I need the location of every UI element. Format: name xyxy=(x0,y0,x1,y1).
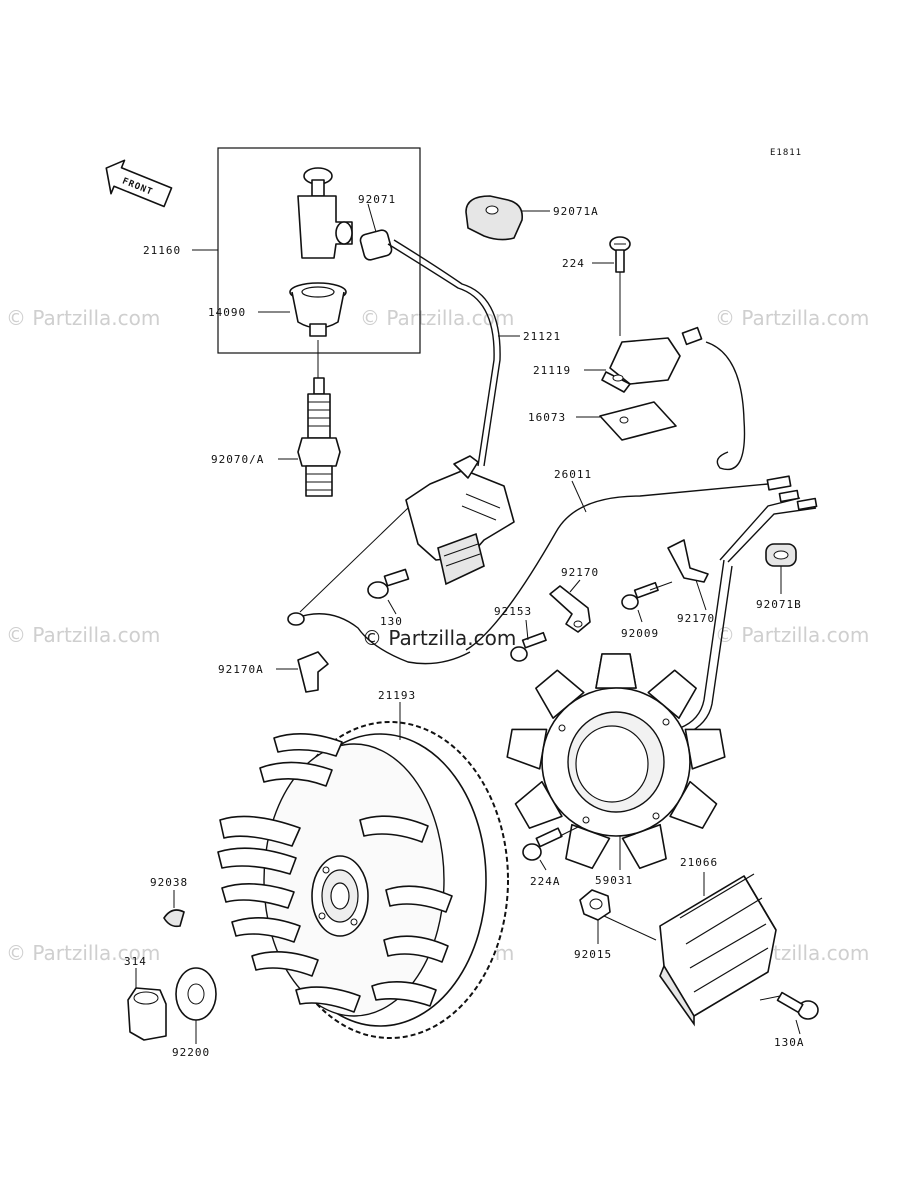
insulator-16073 xyxy=(599,401,677,441)
cap-seal-14090 xyxy=(289,282,347,337)
callout-92070A: 92070/A xyxy=(211,453,264,466)
plug-cap xyxy=(297,167,353,259)
watermark-text: © Partzilla.com xyxy=(362,626,516,650)
ignition-coil xyxy=(405,455,515,586)
callout-314: 314 xyxy=(124,955,147,968)
watermark-text: © Partzilla.com xyxy=(6,941,160,965)
callout-14090: 14090 xyxy=(208,306,246,319)
callout-92170: 92170 xyxy=(561,566,599,579)
watermark-text: © Partzilla.com xyxy=(6,306,160,330)
clamp-92170-mid xyxy=(549,585,591,633)
callout-224: 224 xyxy=(562,257,585,270)
pickup-wire xyxy=(295,613,471,665)
watermark-text: © Partzilla.com xyxy=(715,623,869,647)
harness-wire xyxy=(465,483,769,651)
nut-314 xyxy=(127,987,167,1041)
callout-16073: 16073 xyxy=(528,411,566,424)
coil-lead-line xyxy=(299,507,409,613)
harness-wire-c xyxy=(727,507,817,563)
stator-lead-wire xyxy=(679,559,725,729)
igniter-21119 xyxy=(601,326,703,393)
callout-92009: 92009 xyxy=(621,627,659,640)
callout-21121: 21121 xyxy=(523,330,561,343)
callout-130: 130 xyxy=(380,615,403,628)
stator-59031 xyxy=(505,653,727,872)
screw-224 xyxy=(609,236,631,273)
callout-92200: 92200 xyxy=(172,1046,210,1059)
front-arrow-icon: FRONT xyxy=(105,159,173,208)
regulator-21066 xyxy=(659,873,777,1027)
callout-224A: 224A xyxy=(530,875,561,888)
clamp-92170 xyxy=(667,539,709,583)
grommet-92071A xyxy=(465,195,524,241)
screw-92009 xyxy=(621,581,659,610)
stator-lead-wire-b xyxy=(685,565,733,735)
screw-92153 xyxy=(510,631,547,662)
boot-92071 xyxy=(359,229,393,261)
callout-92170A: 92170A xyxy=(218,663,264,676)
watermark-text: © Partzilla.com xyxy=(715,306,869,330)
diagram-code: E1811 xyxy=(770,148,802,158)
callout-26011: 26011 xyxy=(554,468,592,481)
callout-92015: 92015 xyxy=(574,948,612,961)
ht-wire-edge xyxy=(393,239,501,467)
callout-92153: 92153 xyxy=(494,605,532,618)
bolt-130A xyxy=(776,991,819,1020)
callout-59031: 59031 xyxy=(595,874,633,887)
callout-92071B: 92071B xyxy=(756,598,802,611)
spark-plug xyxy=(297,377,341,497)
callout-92170b: 92170 xyxy=(677,612,715,625)
clip-92170A xyxy=(297,651,329,693)
callout-21066: 21066 xyxy=(680,856,718,869)
screw-224A xyxy=(522,827,563,861)
grommet-92071B xyxy=(765,543,797,567)
callout-21119: 21119 xyxy=(533,364,571,377)
callout-92038: 92038 xyxy=(150,876,188,889)
callout-21160: 21160 xyxy=(143,244,181,257)
callout-92071A: 92071A xyxy=(553,205,599,218)
callout-21193: 21193 xyxy=(378,689,416,702)
bolt-130 xyxy=(367,568,410,599)
watermark-text: © Partzilla.com xyxy=(6,623,160,647)
ht-wire xyxy=(387,243,495,467)
flywheel-21193 xyxy=(217,721,509,1039)
nut-92015 xyxy=(579,889,611,921)
callout-130A: 130A xyxy=(774,1036,805,1049)
washer-92200 xyxy=(175,967,217,1021)
callout-92071: 92071 xyxy=(358,193,396,206)
igniter-lead-wire xyxy=(705,341,746,471)
key-92038 xyxy=(163,909,185,928)
